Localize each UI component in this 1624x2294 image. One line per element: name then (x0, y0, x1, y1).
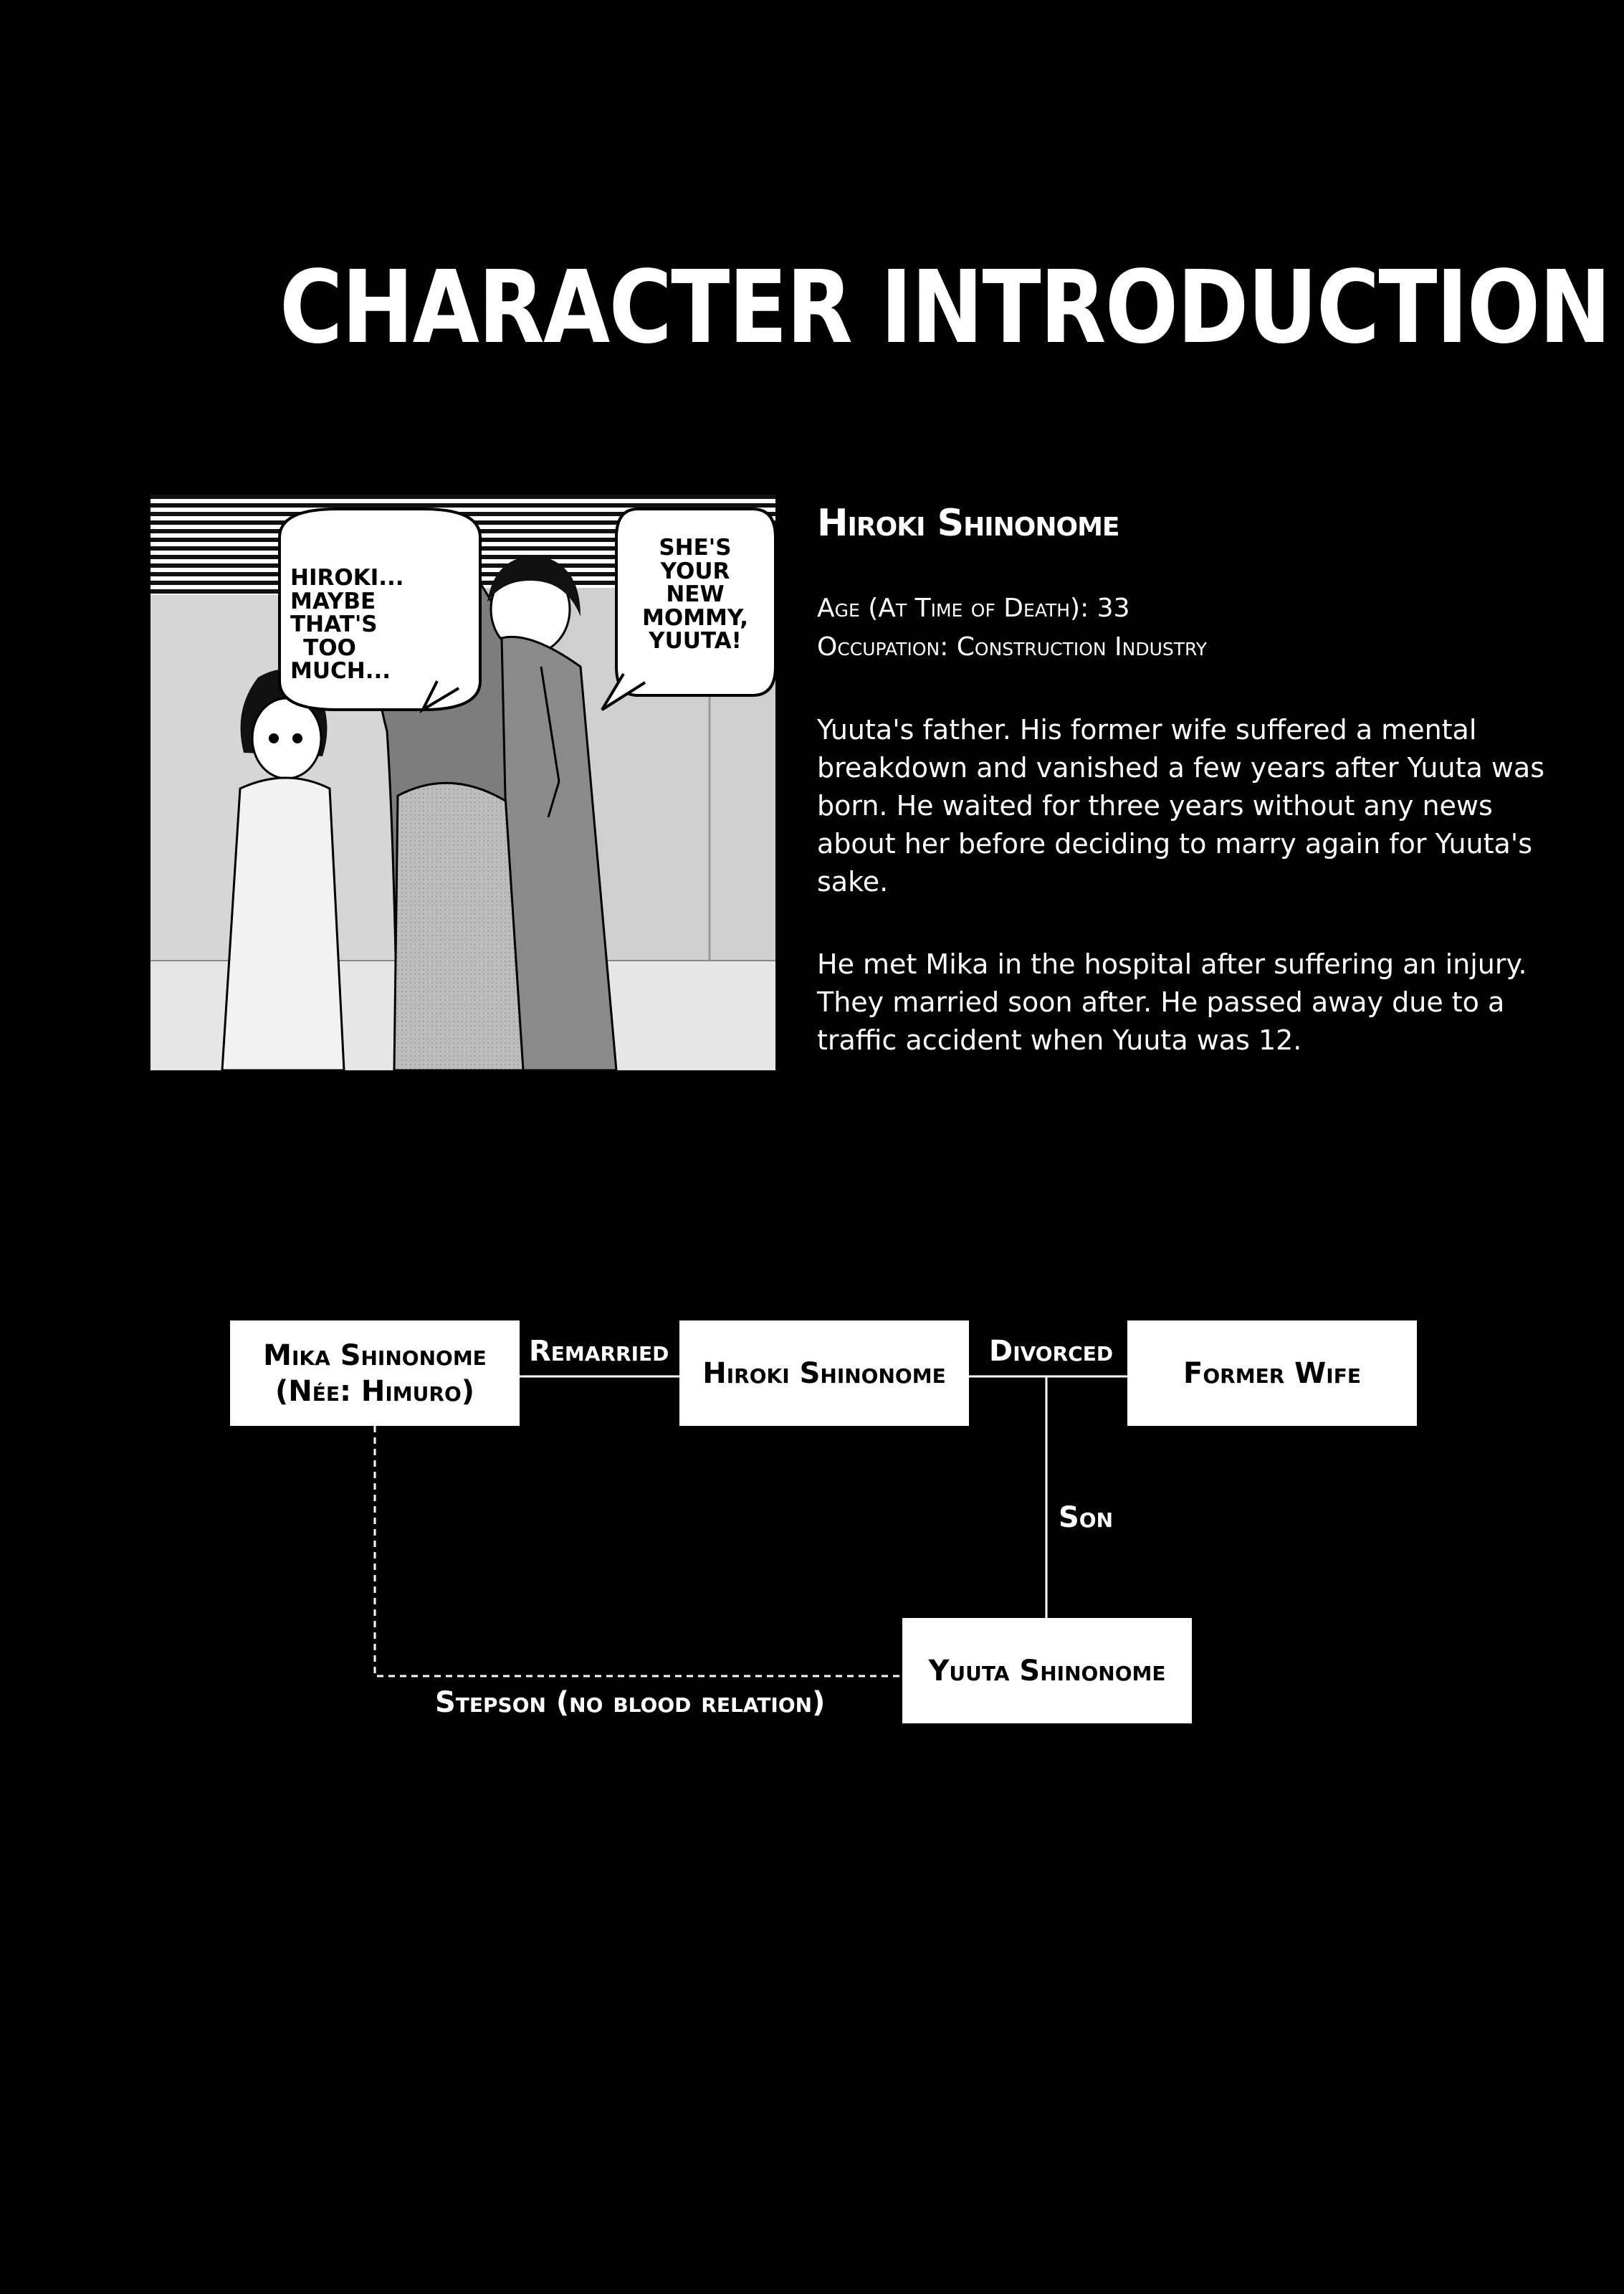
character-info: Hiroki Shinonome Age (At Time of Death):… (817, 502, 1548, 1060)
node-label: Yuuta Shinonome (928, 1654, 1166, 1688)
relation-label-remarried: Remarried (529, 1335, 669, 1368)
tree-node-hiroki: Hiroki Shinonome (679, 1320, 969, 1426)
character-age: Age (At Time of Death): 33 (817, 594, 1130, 623)
relation-label-stepson: Stepson (no blood relation) (435, 1686, 826, 1719)
character-name: Hiroki Shinonome (817, 502, 1120, 545)
character-bio-paragraph: He met Mika in the hospital after suffer… (817, 948, 1527, 1056)
relation-label-son: Son (1059, 1501, 1114, 1534)
stepson-line (373, 1426, 902, 1677)
node-label: Hiroki Shinonome (702, 1356, 946, 1390)
speech-bubble-left: HIROKI... MAYBE THAT'S TOO MUCH... (290, 565, 404, 685)
node-label: Mika Shinonome (Née: Himuro) (263, 1338, 487, 1408)
character-occupation: Occupation: Construction Industry (817, 632, 1208, 662)
character-bio-paragraph: Yuuta's father. His former wife suffered… (817, 714, 1544, 898)
speech-bubble-right: SHE'S YOUR NEW MOMMY, YUUTA! (642, 535, 748, 655)
tree-node-mika: Mika Shinonome (Née: Himuro) (230, 1320, 520, 1426)
relation-label-divorced: Divorced (989, 1335, 1114, 1368)
manga-panel: HIROKI... MAYBE THAT'S TOO MUCH... SHE'S… (151, 495, 775, 1070)
tree-node-yuuta: Yuuta Shinonome (902, 1618, 1192, 1723)
manga-illustration (151, 495, 775, 1070)
node-label: Former Wife (1183, 1356, 1361, 1390)
tree-node-former-wife: Former Wife (1127, 1320, 1417, 1426)
